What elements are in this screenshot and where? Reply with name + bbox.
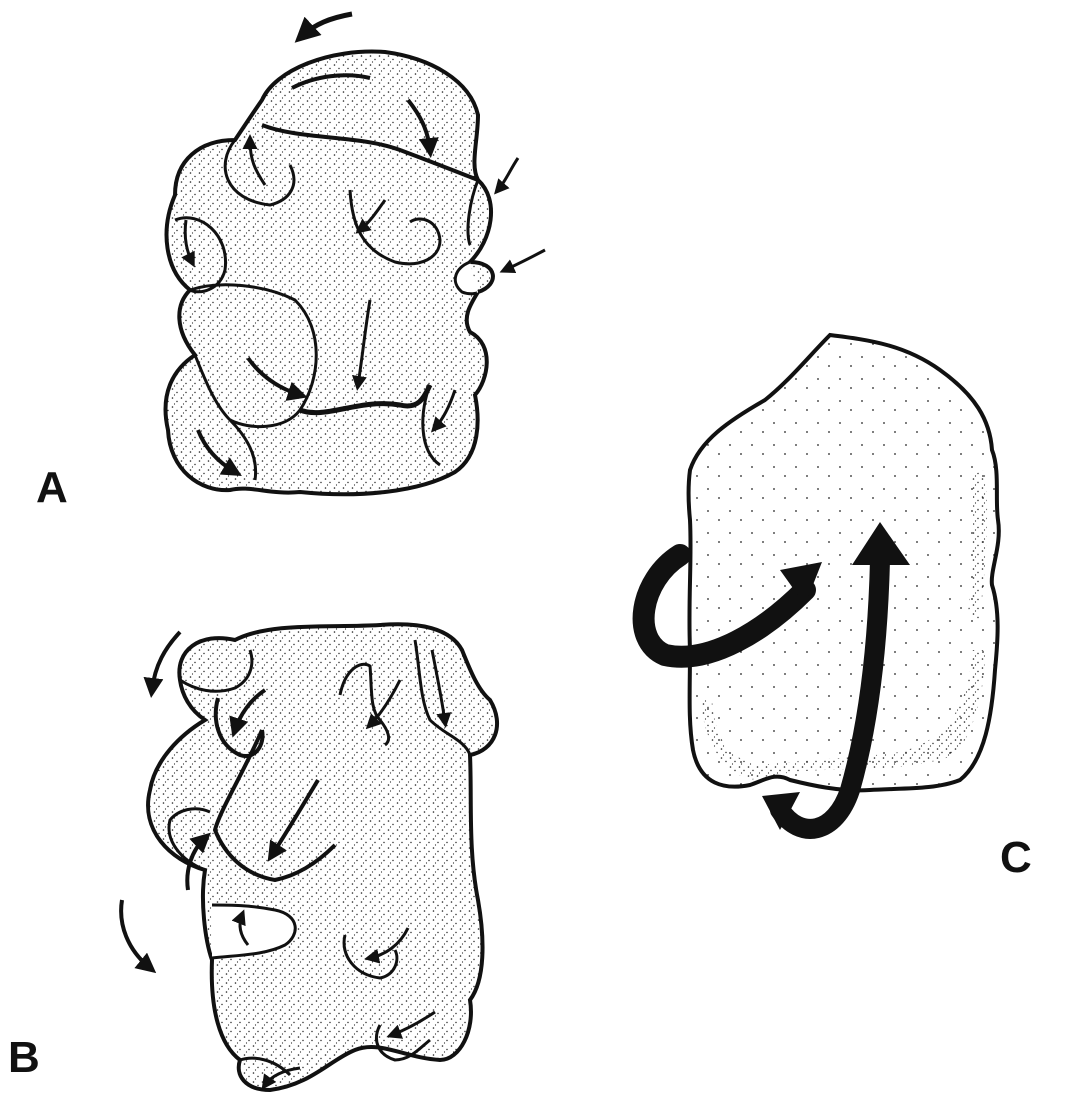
panel-a-drawing — [166, 14, 545, 494]
panel-b-arrow — [121, 900, 150, 968]
panel-a-arrow — [302, 14, 352, 36]
panel-label-b: B — [8, 1036, 40, 1080]
panel-a-arrow — [505, 250, 545, 270]
panel-label-c: C — [1000, 836, 1032, 880]
panel-b-drawing — [121, 624, 497, 1090]
panel-a-arrow — [498, 158, 518, 190]
panel-label-a: A — [36, 466, 68, 510]
panel-b-arrow — [152, 632, 180, 690]
panel-c-drawing — [644, 335, 999, 830]
panel-a-body — [166, 52, 493, 495]
